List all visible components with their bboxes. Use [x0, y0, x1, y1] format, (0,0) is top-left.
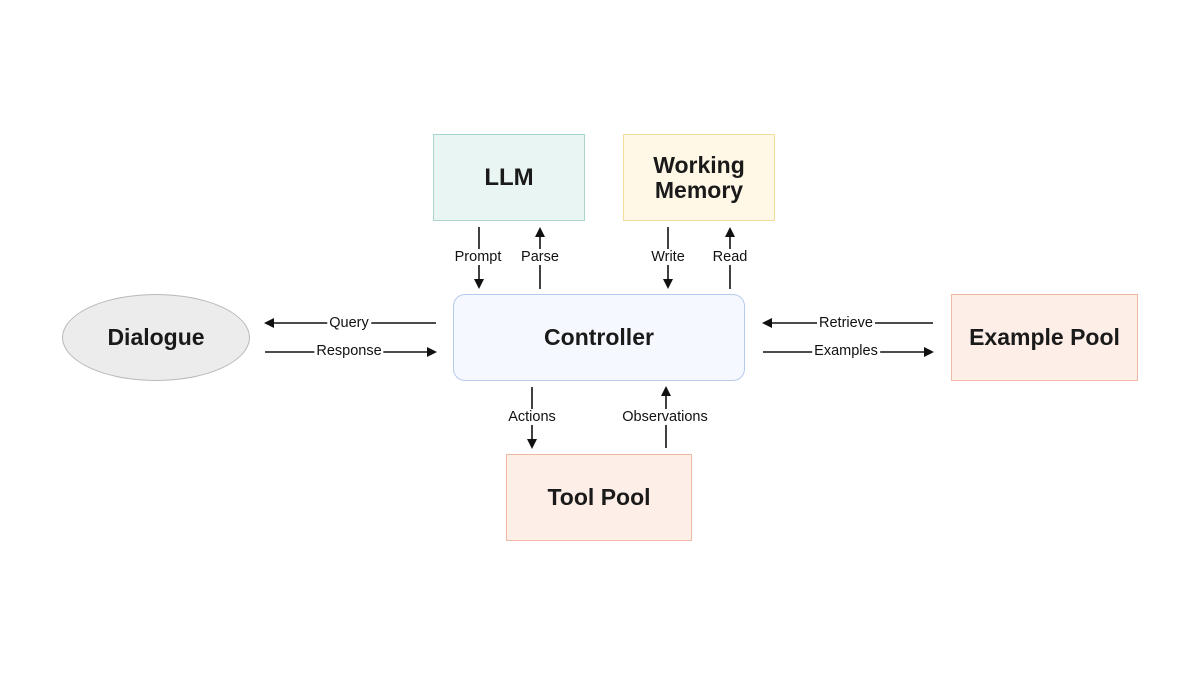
llm-label: LLM: [484, 163, 534, 191]
tool-pool-label: Tool Pool: [547, 484, 651, 510]
response-label: Response: [314, 343, 384, 359]
retrieve-label: Retrieve: [817, 315, 875, 331]
controller-node: Controller: [453, 294, 745, 381]
example-pool-node: Example Pool: [951, 294, 1138, 381]
observations-label: Observations: [620, 409, 710, 425]
actions-label: Actions: [506, 409, 558, 425]
controller-label: Controller: [544, 324, 654, 350]
write-label: Write: [649, 249, 687, 265]
dialogue-node: Dialogue: [62, 294, 250, 381]
parse-label: Parse: [519, 249, 561, 265]
working-memory-node: Working Memory: [623, 134, 775, 221]
examples-label: Examples: [812, 343, 880, 359]
working-memory-label: Working Memory: [653, 151, 745, 203]
dialogue-label: Dialogue: [107, 324, 205, 350]
prompt-label: Prompt: [452, 249, 504, 265]
tool-pool-node: Tool Pool: [506, 454, 692, 541]
llm-node: LLM: [433, 134, 585, 221]
example-pool-label: Example Pool: [969, 324, 1120, 350]
read-label: Read: [710, 249, 750, 265]
query-label: Query: [327, 315, 371, 331]
